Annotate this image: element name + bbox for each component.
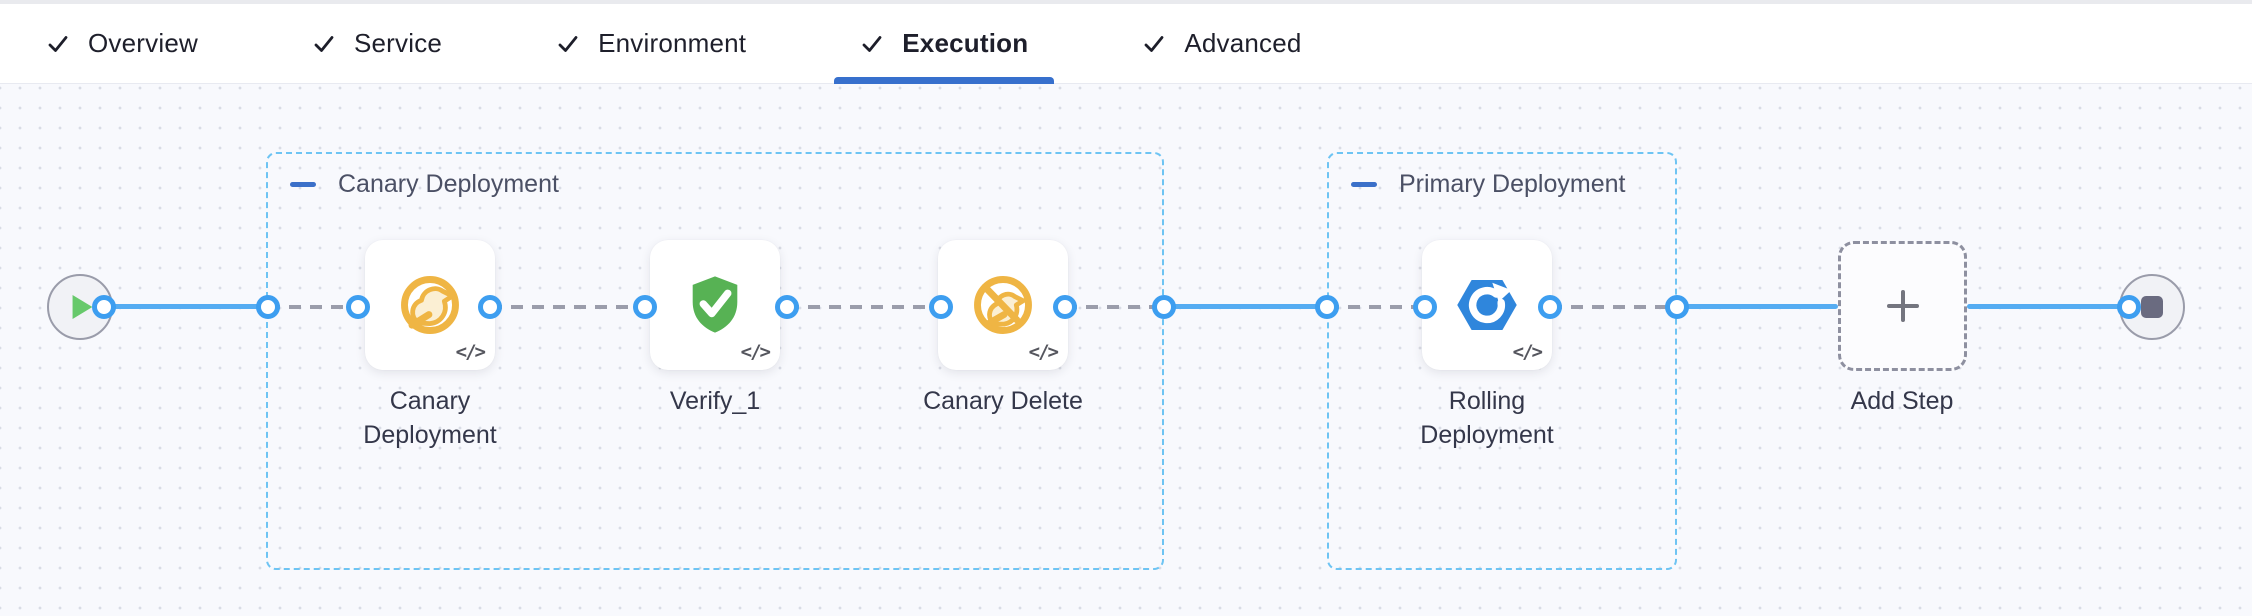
step-label: Canary Deployment: [363, 387, 497, 449]
stage-group-primary-deployment: Primary Deployment: [1327, 152, 1677, 570]
connector-port[interactable]: [256, 295, 280, 319]
check-icon: [48, 35, 68, 52]
connector-line-dashed: [490, 305, 645, 309]
group-title: Primary Deployment: [1399, 170, 1626, 198]
connector-line-dashed: [1327, 305, 1425, 309]
verify-shield-icon: [692, 276, 738, 333]
tab-service[interactable]: Service: [286, 4, 468, 83]
connector-port[interactable]: [478, 295, 502, 319]
rolling-deployment-icon: [1457, 280, 1517, 330]
group-header: Canary Deployment: [290, 170, 559, 199]
connector-port[interactable]: [346, 295, 370, 319]
add-step-button[interactable]: [1838, 241, 1967, 371]
check-icon: [862, 35, 882, 52]
group-header: Primary Deployment: [1351, 170, 1625, 199]
check-icon: [558, 35, 578, 52]
tab-environment[interactable]: Environment: [530, 4, 772, 83]
connector-port[interactable]: [1413, 295, 1437, 319]
code-badge[interactable]: </>: [1028, 341, 1059, 363]
connector-port[interactable]: [92, 295, 116, 319]
active-tab-underline: [834, 77, 1055, 84]
tab-label: Service: [353, 28, 443, 58]
window-top-edge: [0, 0, 2252, 4]
connector-port[interactable]: [929, 295, 953, 319]
canary-delete-icon: [974, 276, 1032, 334]
group-title: Canary Deployment: [338, 170, 559, 198]
stage-group-canary-deployment: Canary Deployment: [266, 152, 1164, 570]
step-card-verify-1[interactable]: </>: [650, 240, 780, 370]
connector-line-dashed: [1550, 305, 1677, 309]
code-badge[interactable]: </>: [455, 341, 486, 363]
play-icon: [72, 295, 92, 319]
pipeline-canvas[interactable]: Canary Deployment Primary Deployment </>: [0, 84, 2252, 616]
tab-advanced[interactable]: Advanced: [1116, 4, 1327, 83]
connector-port[interactable]: [1152, 295, 1176, 319]
add-step-label: Add Step: [1850, 387, 1954, 415]
collapse-minus-icon[interactable]: [290, 182, 316, 187]
step-label: Canary Delete: [923, 387, 1083, 415]
tab-overview[interactable]: Overview: [20, 4, 224, 83]
connector-line-solid: [104, 304, 268, 309]
step-label: Verify_1: [669, 387, 761, 415]
step-card-canary-deployment[interactable]: </>: [365, 240, 495, 370]
connector-port[interactable]: [1315, 295, 1339, 319]
tab-label: Environment: [598, 28, 747, 58]
tab-label: Execution: [902, 28, 1029, 58]
code-badge[interactable]: </>: [1512, 341, 1543, 363]
connector-port[interactable]: [1053, 295, 1077, 319]
wizard-tab-bar: Overview Service Environment Execution A…: [0, 4, 2252, 84]
code-badge[interactable]: </>: [740, 341, 771, 363]
plus-icon: [1886, 290, 1919, 322]
connector-line-dashed: [268, 305, 358, 309]
canary-deployment-icon: [401, 276, 459, 334]
tab-label: Overview: [88, 28, 198, 58]
connector-port[interactable]: [633, 295, 657, 319]
step-card-rolling-deployment[interactable]: </>: [1422, 240, 1552, 370]
step-label: Rolling Deployment: [1420, 387, 1554, 449]
tab-execution[interactable]: Execution: [834, 4, 1055, 84]
connector-line-solid: [1967, 304, 2129, 309]
collapse-minus-icon[interactable]: [1351, 182, 1377, 187]
connector-line-dashed: [1065, 305, 1164, 309]
check-icon: [1144, 35, 1164, 52]
step-card-canary-delete[interactable]: </>: [938, 240, 1068, 370]
tab-label: Advanced: [1184, 28, 1302, 58]
connector-line-solid: [1677, 304, 1838, 309]
connector-port[interactable]: [775, 295, 799, 319]
connector-port[interactable]: [1538, 295, 1562, 319]
connector-line-dashed: [787, 305, 941, 309]
stop-icon: [2141, 296, 2163, 318]
check-icon: [314, 35, 334, 52]
connector-line-solid: [1164, 304, 1327, 309]
connector-port[interactable]: [1665, 295, 1689, 319]
connector-port[interactable]: [2117, 295, 2141, 319]
